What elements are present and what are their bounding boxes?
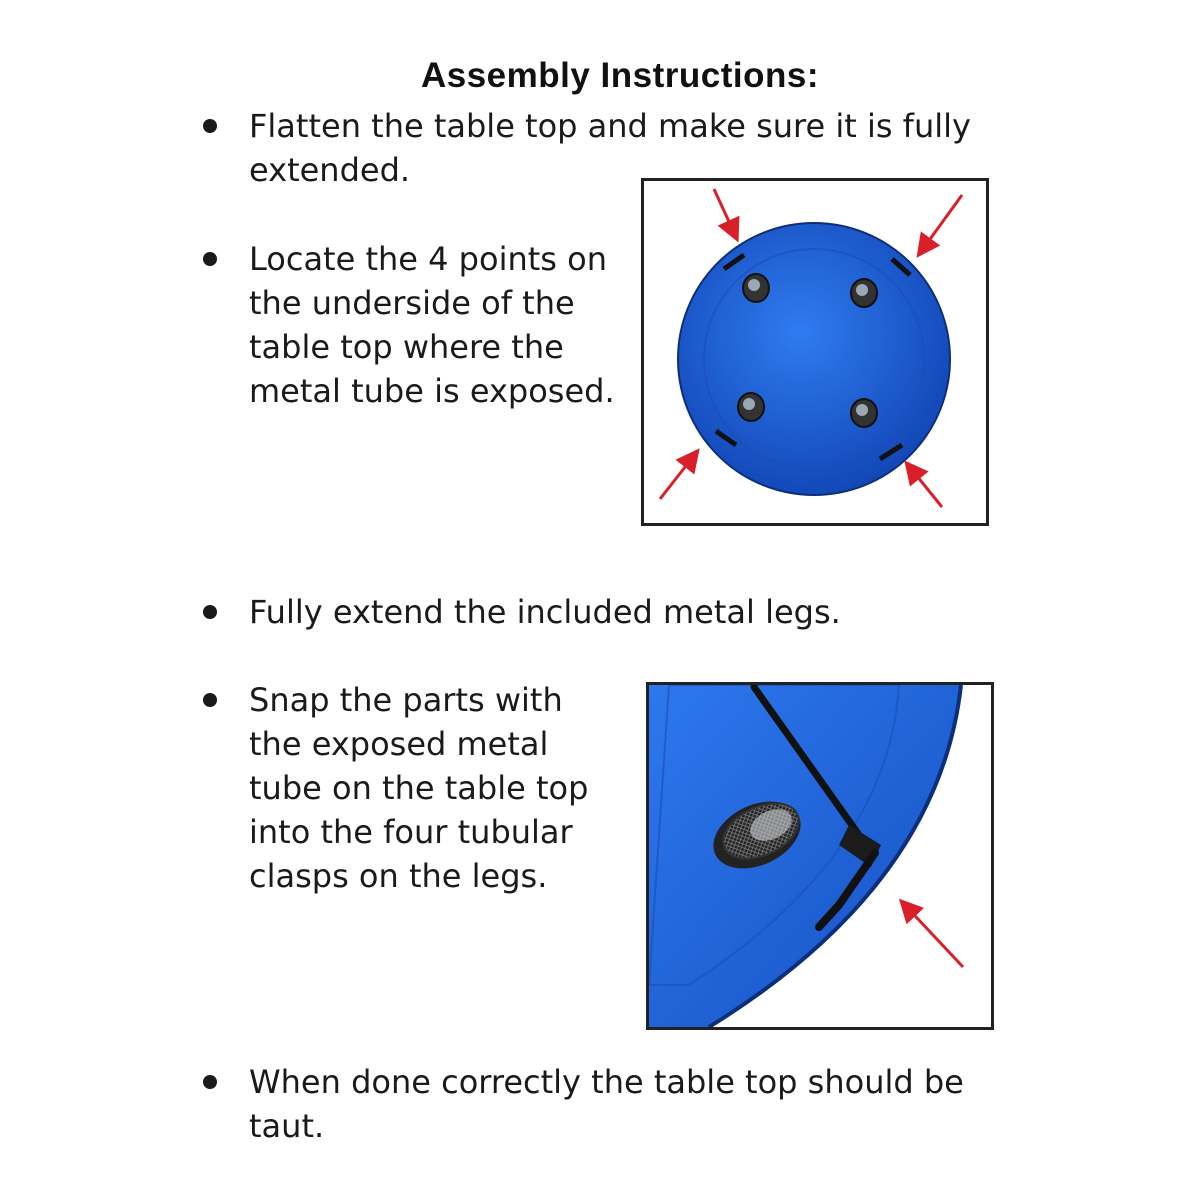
step-1: Flatten the table top and make sure it i…: [203, 104, 1003, 192]
clasp-figure: [646, 682, 994, 1030]
underside-figure: [641, 178, 989, 526]
arrow-icon: [658, 188, 964, 508]
step-1-text: Flatten the table top and make sure it i…: [249, 107, 971, 189]
leg-clasp-closeup-photo: [649, 685, 991, 1027]
step-4-text: Snap the parts with the exposed metal tu…: [249, 681, 589, 895]
step-3: Fully extend the included metal legs.: [203, 590, 1003, 634]
step-3-text: Fully extend the included metal legs.: [249, 593, 841, 631]
bullet-icon: [203, 1075, 217, 1089]
table-top-underside-photo: [658, 188, 964, 508]
step-5: When done correctly the table top should…: [203, 1060, 1003, 1148]
arrow-icon: [898, 898, 965, 969]
bullet-icon: [203, 119, 217, 133]
bullet-icon: [203, 605, 217, 619]
step-5-text: When done correctly the table top should…: [249, 1063, 964, 1145]
step-4: Snap the parts with the exposed metal tu…: [203, 678, 623, 898]
step-2: Locate the 4 points on the underside of …: [203, 237, 623, 413]
bullet-icon: [203, 693, 217, 707]
page-title: Assembly Instructions:: [420, 56, 820, 95]
step-2-text: Locate the 4 points on the underside of …: [249, 240, 615, 410]
bullet-icon: [203, 252, 217, 266]
